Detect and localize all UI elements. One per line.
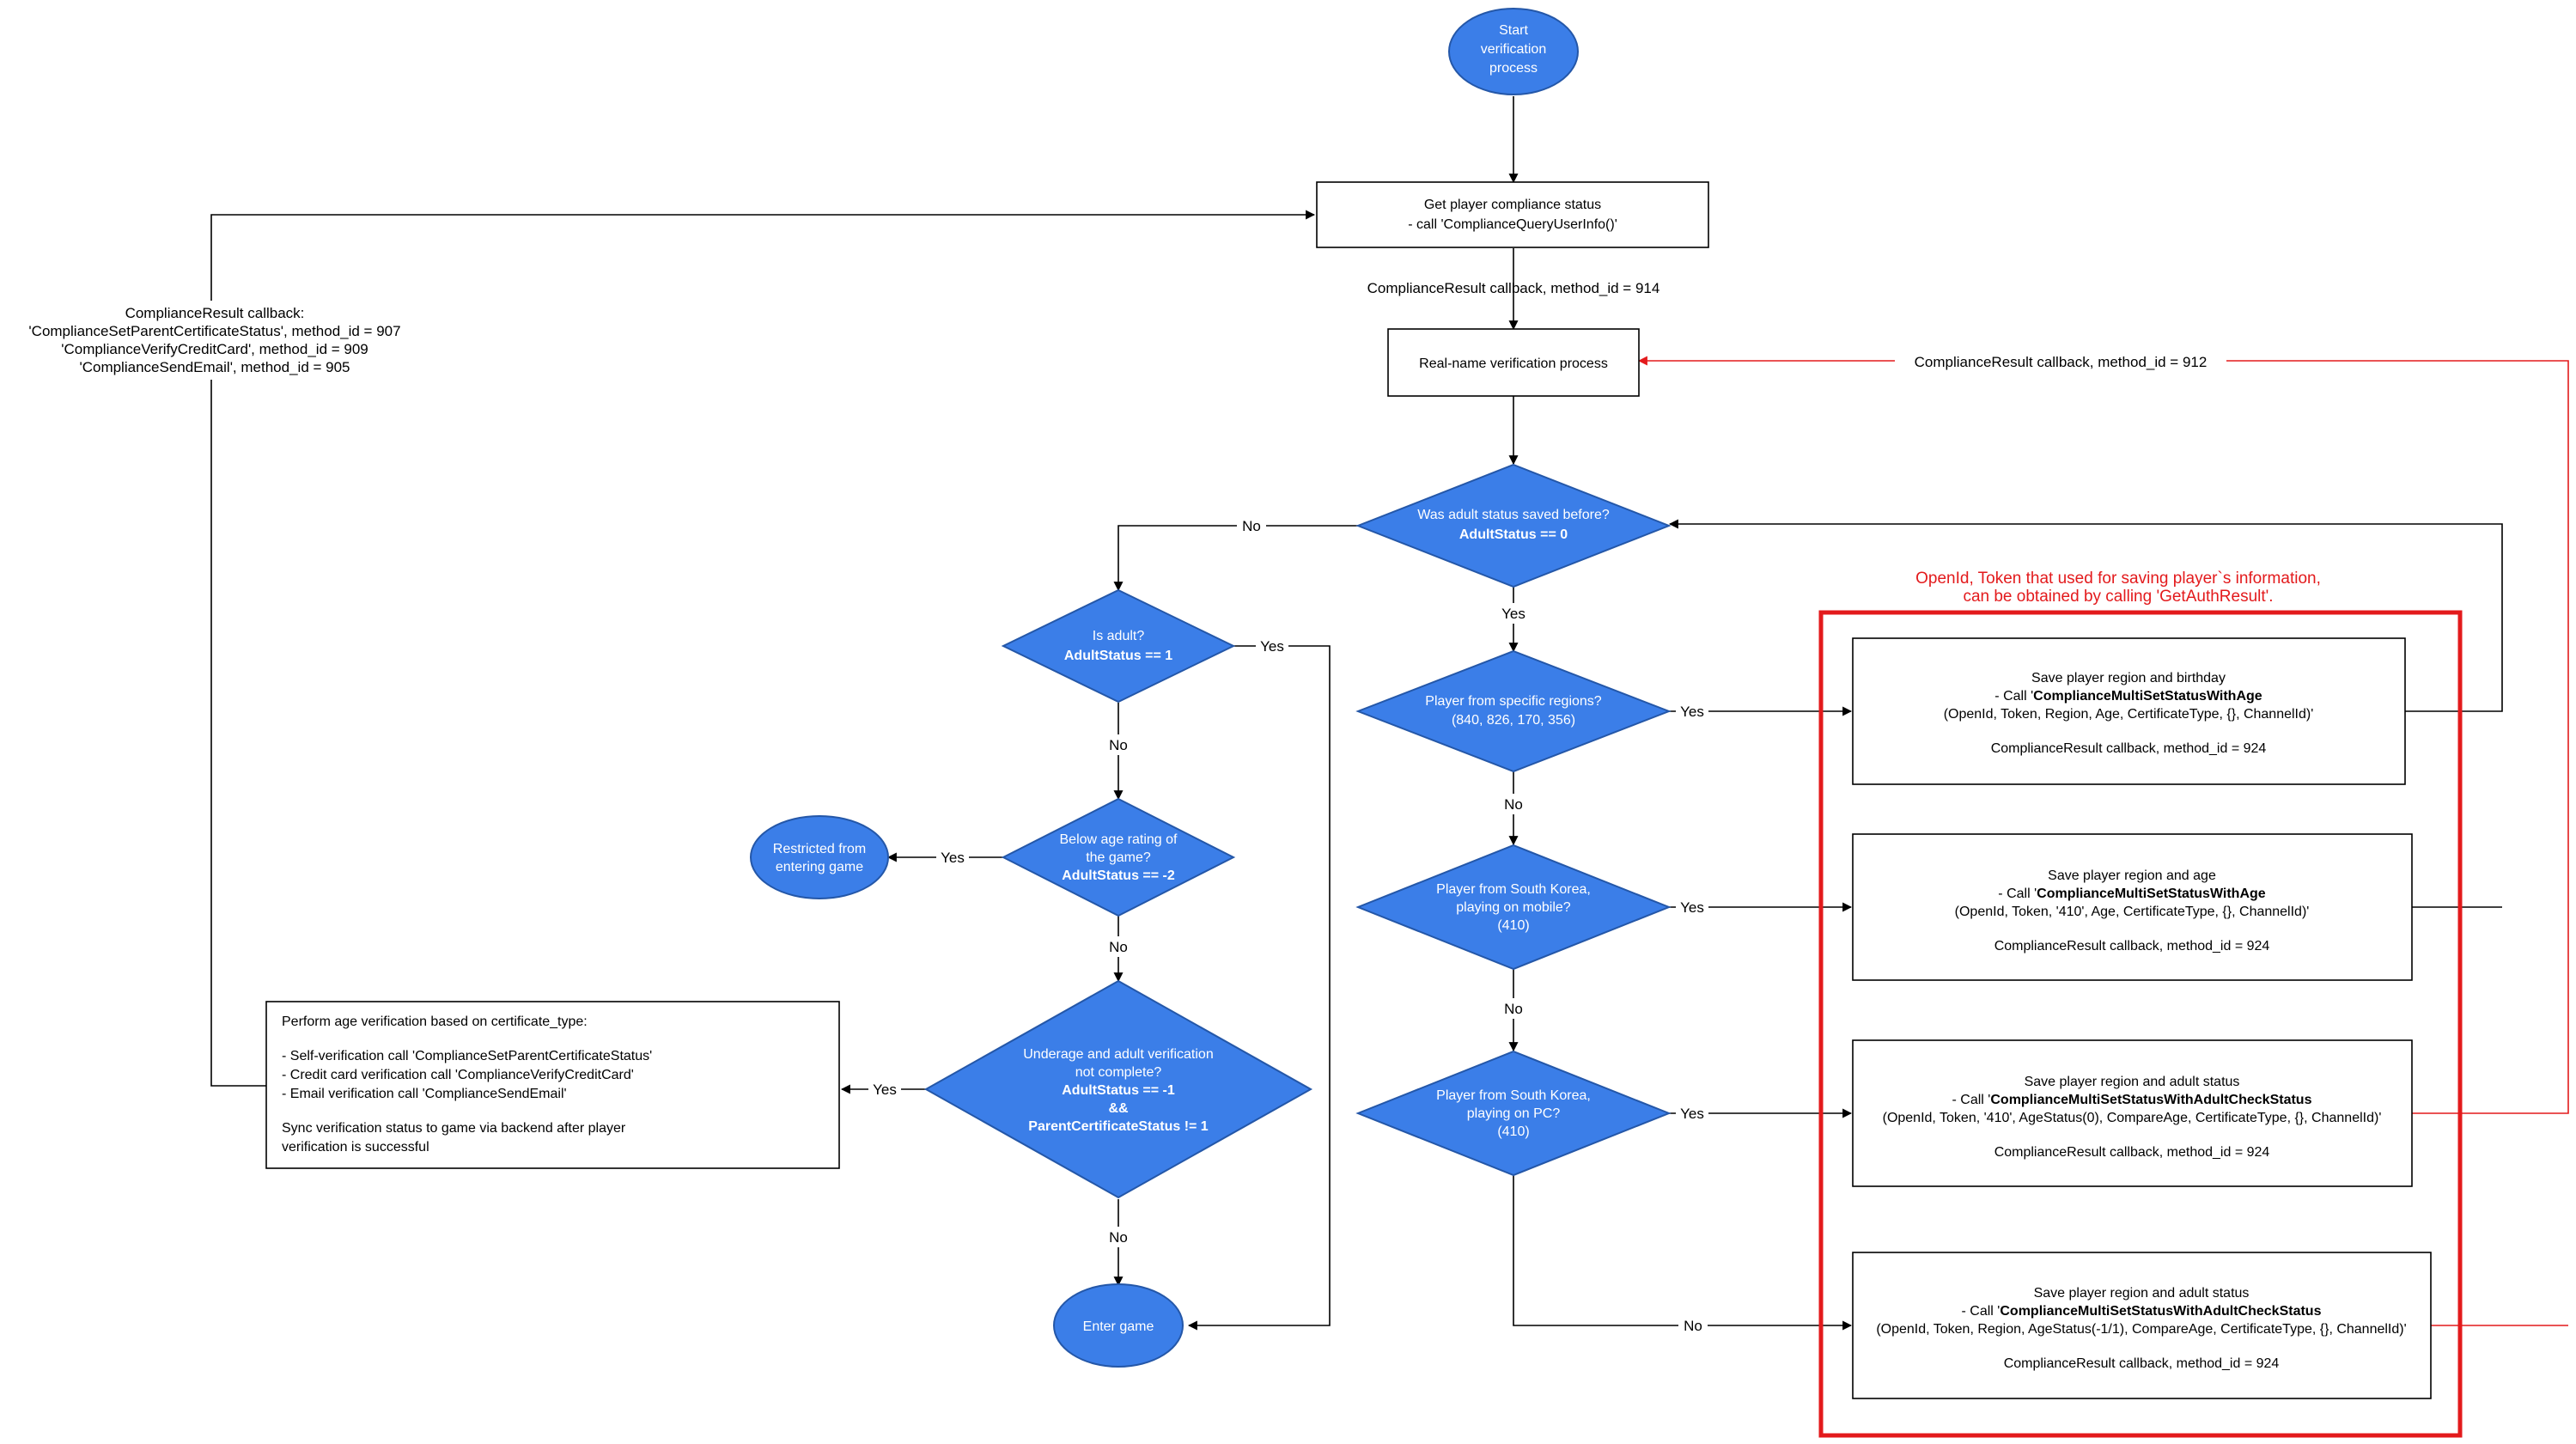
restricted-node: Restricted from entering game (750, 815, 889, 899)
save3-callback: ComplianceResult callback, method_id = 9… (1994, 1145, 2270, 1160)
save2-call: - Call 'ComplianceMultiSetStatusWithAge (1998, 887, 2265, 901)
korea-mobile-line-2: playing on mobile? (1456, 900, 1571, 915)
korea-mobile-diamond: Player from South Korea, playing on mobi… (1355, 844, 1672, 971)
get-status-box: Get player compliance status - call 'Com… (1316, 181, 1709, 248)
label-below-age-no: No (1109, 939, 1128, 955)
korea-pc-line-3: (410) (1497, 1124, 1529, 1139)
save1-callback: ComplianceResult callback, method_id = 9… (1991, 741, 2267, 756)
left-callback-line-1: ComplianceResult callback: (125, 305, 305, 321)
realname-box: Real-name verification process (1387, 328, 1640, 397)
label-below-age-yes: Yes (941, 850, 965, 866)
realname-label: Real-name verification process (1419, 356, 1608, 371)
korea-mobile-line-3: (410) (1497, 918, 1529, 933)
save3-box: Save player region and adult status - Ca… (1852, 1039, 2413, 1187)
edge-adult-saved-no (1113, 525, 1359, 592)
label-cb912: ComplianceResult callback, method_id = 9… (1915, 354, 2208, 370)
start-line-2: verification (1481, 42, 1546, 57)
adult-saved-line-1: Was adult status saved before? (1417, 508, 1610, 522)
region-specific-diamond: Player from specific regions? (840, 826,… (1355, 649, 1672, 773)
underage-diamond: Underage and adult verification not comp… (923, 979, 1313, 1199)
label-pc-yes: Yes (1680, 1106, 1704, 1122)
below-age-line-3: AdultStatus == -2 (1062, 868, 1175, 883)
region-specific-line-2: (840, 826, 170, 356) (1452, 713, 1575, 728)
enter-game-label: Enter game (1083, 1319, 1154, 1334)
edge-labels: ComplianceResult callback, method_id = 9… (3, 280, 2226, 1336)
is-adult-diamond: Is adult? AdultStatus == 1 (1001, 588, 1236, 704)
perform-age-box: Perform age verification based on certif… (265, 1001, 840, 1169)
save2-params: (OpenId, Token, '410', Age, CertificateT… (1955, 905, 2310, 919)
left-callback-line-3: 'ComplianceVerifyCreditCard', method_id … (61, 341, 368, 357)
label-pc-no: No (1684, 1318, 1702, 1334)
auth-note: OpenId, Token that used for saving playe… (1915, 570, 2321, 606)
label-underage-yes: Yes (873, 1081, 897, 1098)
save3-title: Save player region and adult status (2025, 1075, 2240, 1089)
restricted-line-1: Restricted from (773, 842, 866, 856)
perform-age-line-5: verification is successful (282, 1140, 429, 1155)
label-mobile-no: No (1504, 1001, 1523, 1017)
adult-saved-diamond: Was adult status saved before? AdultStat… (1355, 463, 1672, 588)
edge-pc-no (1513, 1175, 1853, 1331)
edge-left-callback-loop (210, 210, 1316, 1087)
underage-line-4: && (1108, 1101, 1129, 1116)
perform-age-title: Perform age verification based on certif… (282, 1014, 588, 1029)
below-age-diamond: Below age rating of the game? AdultStatu… (1001, 797, 1236, 917)
restricted-line-2: entering game (776, 860, 863, 874)
start-node: Start verification process (1448, 8, 1579, 95)
region-specific-line-1: Player from specific regions? (1425, 694, 1602, 709)
save2-callback: ComplianceResult callback, method_id = 9… (1994, 939, 2270, 954)
perform-age-line-3: - Email verification call 'ComplianceSen… (282, 1087, 567, 1101)
save4-callback: ComplianceResult callback, method_id = 9… (2004, 1356, 2280, 1371)
underage-line-3: AdultStatus == -1 (1062, 1083, 1175, 1098)
adult-saved-line-2: AdultStatus == 0 (1459, 527, 1568, 542)
get-status-line-2: - call 'ComplianceQueryUserInfo()' (1408, 217, 1617, 232)
enter-game-node: Enter game (1053, 1283, 1184, 1368)
auth-note-line-2: can be obtained by calling 'GetAuthResul… (1963, 588, 2273, 606)
save1-params: (OpenId, Token, Region, Age, Certificate… (1944, 707, 2314, 722)
underage-line-2: not complete? (1075, 1065, 1162, 1080)
get-status-line-1: Get player compliance status (1424, 198, 1601, 212)
edge-is-adult-yes (1187, 645, 1331, 1331)
save3-call: - Call 'ComplianceMultiSetStatusWithAdul… (1952, 1093, 2312, 1107)
save4-box: Save player region and adult status - Ca… (1852, 1252, 2432, 1399)
left-callback-line-4: 'ComplianceSendEmail', method_id = 905 (79, 359, 350, 375)
label-is-adult-yes: Yes (1260, 638, 1284, 655)
label-mobile-yes: Yes (1680, 899, 1704, 916)
save1-call: - Call 'ComplianceMultiSetStatusWithAge (1994, 689, 2262, 704)
label-adult-saved-yes: Yes (1501, 606, 1526, 622)
korea-pc-line-1: Player from South Korea, (1436, 1088, 1591, 1103)
underage-line-5: ParentCertificateStatus != 1 (1028, 1119, 1209, 1134)
save1-box: Save player region and birthday - Call '… (1852, 637, 2406, 785)
is-adult-line-1: Is adult? (1093, 629, 1145, 643)
korea-pc-diamond: Player from South Korea, playing on PC? … (1355, 1050, 1672, 1177)
label-adult-saved-no: No (1242, 518, 1261, 534)
underage-line-1: Underage and adult verification (1023, 1047, 1213, 1062)
save4-call: - Call 'ComplianceMultiSetStatusWithAdul… (1962, 1304, 2322, 1319)
save4-title: Save player region and adult status (2034, 1286, 2250, 1301)
label-underage-no: No (1109, 1229, 1128, 1246)
left-callback-line-2: 'ComplianceSetParentCertificateStatus', … (28, 323, 400, 339)
save4-params: (OpenId, Token, Region, AgeStatus(-1/1),… (1876, 1322, 2406, 1337)
below-age-line-2: the game? (1086, 850, 1151, 865)
save2-title: Save player region and age (2048, 868, 2216, 883)
label-cb914: ComplianceResult callback, method_id = 9… (1367, 280, 1660, 296)
label-regions-no: No (1504, 796, 1523, 813)
perform-age-line-4: Sync verification status to game via bac… (282, 1121, 626, 1136)
auth-note-line-1: OpenId, Token that used for saving playe… (1915, 570, 2321, 588)
edge-save-return (1668, 519, 2503, 712)
label-is-adult-no: No (1109, 737, 1128, 753)
is-adult-line-2: AdultStatus == 1 (1064, 649, 1172, 663)
perform-age-line-1: - Self-verification call 'ComplianceSetP… (282, 1049, 652, 1063)
korea-pc-line-2: playing on PC? (1467, 1106, 1561, 1121)
start-line-3: process (1489, 61, 1538, 76)
korea-mobile-line-1: Player from South Korea, (1436, 882, 1591, 897)
perform-age-line-2: - Credit card verification call 'Complia… (282, 1068, 634, 1082)
save1-title: Save player region and birthday (2031, 671, 2226, 685)
below-age-line-1: Below age rating of (1060, 832, 1178, 847)
save3-params: (OpenId, Token, '410', AgeStatus(0), Com… (1883, 1111, 2382, 1125)
label-regions-yes: Yes (1680, 704, 1704, 720)
save2-box: Save player region and age - Call 'Compl… (1852, 833, 2413, 981)
highlight-frame (1818, 610, 2463, 1438)
start-line-1: Start (1499, 23, 1528, 38)
